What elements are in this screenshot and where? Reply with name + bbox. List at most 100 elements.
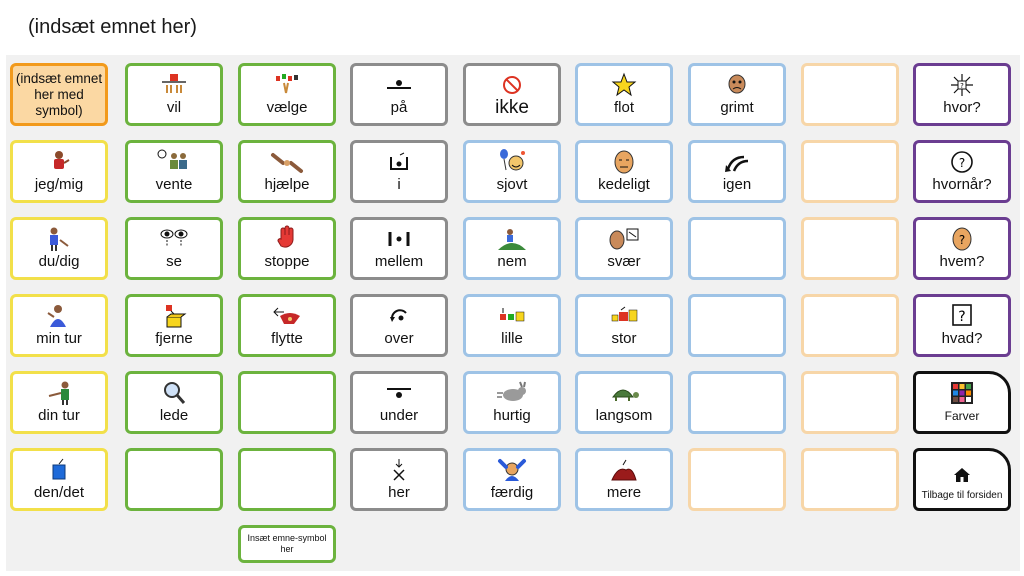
you-icon — [44, 226, 74, 252]
what-icon: ? — [950, 303, 974, 329]
cell-farver[interactable]: Farver — [913, 371, 1011, 434]
cell-label: hvad? — [941, 330, 983, 347]
star-icon — [611, 72, 637, 98]
cell-label: langsom — [595, 407, 653, 424]
search-icon — [161, 380, 187, 406]
cell-label: under — [379, 407, 419, 424]
cell-nem[interactable]: nem — [463, 217, 561, 280]
cell-label: min tur — [36, 330, 82, 347]
home-button[interactable]: Tilbage til forsiden — [913, 448, 1011, 511]
cell-i[interactable]: i — [350, 140, 448, 203]
cell-over[interactable]: over — [350, 294, 448, 357]
cell-min-tur[interactable]: min tur — [10, 294, 108, 357]
empty-cell[interactable] — [801, 63, 899, 126]
your-turn-icon — [43, 380, 75, 406]
cell-vil[interactable]: vil — [125, 63, 223, 126]
cell-label: færdig — [490, 484, 534, 501]
cell-den-det[interactable]: den/det — [10, 448, 108, 511]
svg-text:?: ? — [959, 156, 965, 170]
cell-du-dig[interactable]: du/dig — [10, 217, 108, 280]
easy-icon — [496, 226, 528, 252]
empty-cell[interactable] — [125, 448, 223, 511]
empty-cell[interactable] — [688, 217, 786, 280]
cell-hvad[interactable]: ? hvad? — [913, 294, 1011, 357]
cell-stor[interactable]: stor — [575, 294, 673, 357]
move-icon — [270, 303, 304, 329]
over-icon — [386, 303, 412, 329]
cell-label: svær — [607, 253, 641, 270]
cell-mere[interactable]: mere — [575, 448, 673, 511]
empty-cell[interactable] — [238, 371, 336, 434]
empty-cell[interactable] — [801, 140, 899, 203]
cell-flot[interactable]: flot — [575, 63, 673, 126]
empty-cell[interactable] — [801, 371, 899, 434]
clock-question-icon: ? — [949, 149, 975, 175]
cell-label: din tur — [38, 407, 80, 424]
eyes-icon — [158, 226, 190, 252]
cell-vaelge[interactable]: vælge — [238, 63, 336, 126]
ugly-face-icon — [724, 72, 750, 98]
empty-cell[interactable] — [801, 217, 899, 280]
cell-lille[interactable]: lille — [463, 294, 561, 357]
cell-label: jeg/mig — [34, 176, 84, 193]
color-palette-icon — [950, 380, 974, 406]
cell-vente[interactable]: vente — [125, 140, 223, 203]
cell-label: flytte — [271, 330, 303, 347]
cell-se[interactable]: se — [125, 217, 223, 280]
cell-her[interactable]: her — [350, 448, 448, 511]
not-icon — [501, 72, 523, 98]
cell-hjaelpe[interactable]: hjælpe — [238, 140, 336, 203]
cell-igen[interactable]: igen — [688, 140, 786, 203]
cell-langsom[interactable]: langsom — [575, 371, 673, 434]
svg-text:?: ? — [959, 233, 965, 247]
cell-grimt[interactable]: grimt — [688, 63, 786, 126]
remove-icon — [161, 303, 187, 329]
insert-topic-symbol-cell[interactable]: Insæt emne-symbol her — [238, 525, 336, 563]
cell-hvem[interactable]: ? hvem? — [913, 217, 1011, 280]
empty-cell[interactable] — [688, 448, 786, 511]
page-title: (indsæt emnet her) — [28, 16, 197, 38]
cell-under[interactable]: under — [350, 371, 448, 434]
cell-sjovt[interactable]: sjovt — [463, 140, 561, 203]
empty-cell[interactable] — [801, 294, 899, 357]
rabbit-icon — [495, 380, 529, 406]
cell-flytte[interactable]: flytte — [238, 294, 336, 357]
topic-symbol-cell[interactable]: (indsæt emnet her med symbol) — [10, 63, 108, 126]
cell-stoppe[interactable]: stoppe — [238, 217, 336, 280]
cell-svaer[interactable]: svær — [575, 217, 673, 280]
it-icon — [47, 457, 71, 483]
cell-hvor[interactable]: ? hvor? — [913, 63, 1011, 126]
cell-din-tur[interactable]: din tur — [10, 371, 108, 434]
cell-label: hurtig — [493, 407, 531, 424]
empty-cell[interactable] — [801, 448, 899, 511]
cell-paa[interactable]: på — [350, 63, 448, 126]
cell-kedeligt[interactable]: kedeligt — [575, 140, 673, 203]
cell-faerdig[interactable]: færdig — [463, 448, 561, 511]
empty-cell[interactable] — [688, 371, 786, 434]
cell-label: nem — [497, 253, 527, 270]
cell-label: ikke — [495, 97, 529, 118]
cell-label: igen — [722, 176, 752, 193]
cell-hurtig[interactable]: hurtig — [463, 371, 561, 434]
empty-cell[interactable] — [238, 448, 336, 511]
cell-label: hvor? — [943, 99, 981, 116]
cell-label: hvornår? — [932, 176, 992, 193]
stop-hand-icon — [275, 225, 299, 252]
empty-cell[interactable] — [688, 294, 786, 357]
where-icon: ? — [949, 72, 975, 98]
cell-fjerne[interactable]: fjerne — [125, 294, 223, 357]
wait-icon — [156, 149, 192, 175]
cell-hvornaar[interactable]: ? hvornår? — [913, 140, 1011, 203]
cell-label: se — [166, 253, 182, 270]
cell-label: lille — [501, 330, 523, 347]
cell-jeg-mig[interactable]: jeg/mig — [10, 140, 108, 203]
cell-mellem[interactable]: mellem — [350, 217, 448, 280]
svg-text:?: ? — [960, 82, 964, 90]
boring-icon — [611, 149, 637, 175]
cell-lede[interactable]: lede — [125, 371, 223, 434]
choose-icon — [272, 72, 302, 98]
cell-label: sjovt — [496, 176, 528, 193]
cell-ikke[interactable]: ikke — [463, 63, 561, 126]
turtle-icon — [607, 380, 641, 406]
cell-label: Tilbage til forsiden — [921, 490, 1003, 501]
